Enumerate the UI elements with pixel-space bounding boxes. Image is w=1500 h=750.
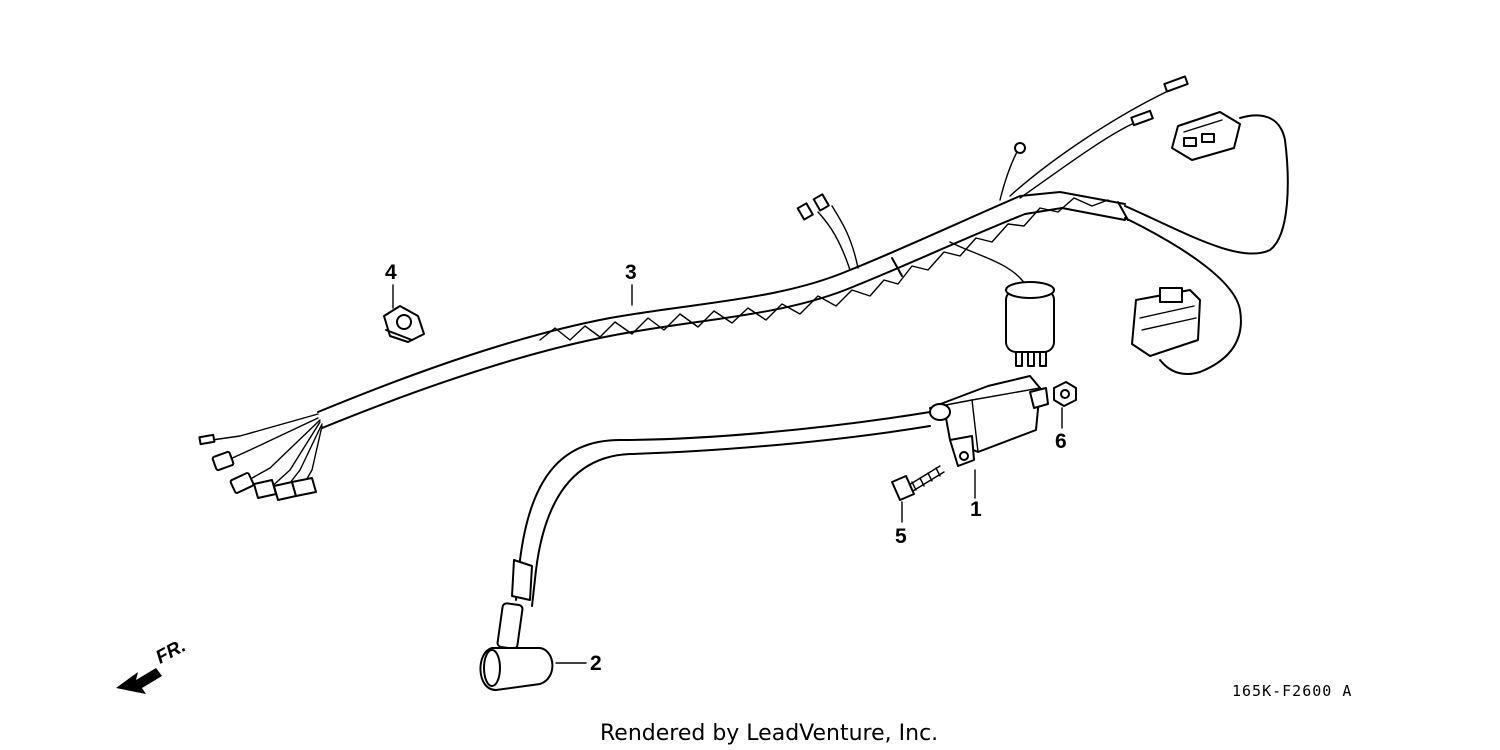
callout-2[interactable]: 2: [590, 652, 602, 675]
flange-bolt[interactable]: [891, 465, 945, 501]
hex-nut[interactable]: [1053, 381, 1077, 407]
render-credit: Rendered by LeadVenture, Inc.: [600, 721, 938, 746]
diagram-code: 165K-F2600 A: [1232, 682, 1352, 700]
ignition-coil[interactable]: [929, 375, 1049, 467]
callout-3[interactable]: 3: [625, 261, 637, 284]
spark-plug-cap[interactable]: [479, 411, 931, 691]
callout-5[interactable]: 5: [895, 525, 907, 548]
callout-1[interactable]: 1: [970, 498, 982, 521]
callout-6[interactable]: 6: [1055, 430, 1067, 453]
wire-harness[interactable]: [198, 75, 1289, 501]
front-direction-arrow-icon: [116, 668, 162, 694]
callout-4[interactable]: 4: [385, 261, 397, 284]
direction-label: FR.: [152, 636, 189, 669]
harness-clamp[interactable]: [383, 305, 425, 343]
